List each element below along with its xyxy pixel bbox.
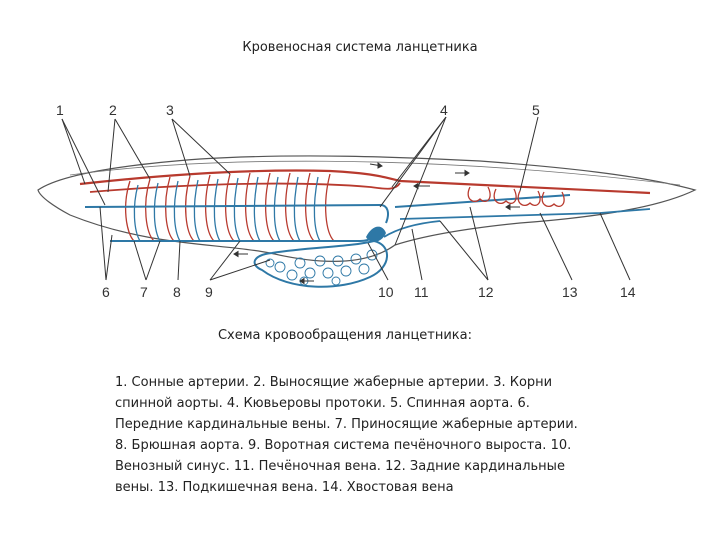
diagram-title: Кровеносная система ланцетника [242,40,478,55]
legend-item: 3. Корни спинной аорты. [115,375,553,411]
ventral-aorta [110,226,381,242]
leader-lines [61,116,631,281]
label-12: 12 [478,284,494,300]
portal-capillaries [265,249,378,286]
dorsal-aorta [79,169,651,195]
label-5: 5 [532,102,540,118]
legend: 1. Сонные артерии. 2. Выносящие жаберные… [115,372,585,498]
legend-item: 2. Выносящие жаберные артерии. [253,375,490,390]
legend-item: 10. Венозный синус. [115,438,572,474]
legend-item: 14. Хвостовая вена [321,480,454,495]
label-8: 8 [173,284,181,300]
lancelet-circulation-diagram: 1 2 3 4 5 6 7 8 9 10 11 12 13 14 [37,102,697,300]
gill-arches [125,172,335,242]
label-2: 2 [109,102,117,118]
legend-item: 9. Воротная система печёночного выроста. [247,438,547,453]
legend-item: 11. Печёночная вена. [233,459,381,474]
label-6: 6 [102,284,110,300]
label-4: 4 [440,102,448,118]
legend-item: 13. Подкишечная вена. [157,480,318,495]
label-9: 9 [205,284,213,300]
venous-sinus [366,226,386,242]
legend-item: 1. Сонные артерии. [115,375,250,390]
legend-item: 8. Брюшная аорта. [115,438,244,453]
label-11: 11 [414,284,429,300]
body-outline [37,155,697,263]
label-1: 1 [56,102,64,118]
label-13: 13 [562,284,578,300]
legend-item: 6. Передние кардинальные вены. [115,396,530,432]
posterior-vessel-loops [467,186,565,207]
hepatic-vein [383,220,441,238]
diagram-subtitle: Схема кровообращения ланцетника: [217,328,473,343]
label-7: 7 [140,284,148,300]
hepatic-portal-system [253,239,388,288]
subintestinal-vein [399,208,651,220]
label-3: 3 [166,102,174,118]
legend-item: 5. Спинная аорта. [390,396,514,411]
legend-item: 4. Кювьеровы протоки. [226,396,386,411]
fin-line [69,160,681,186]
label-10: 10 [378,284,394,300]
legend-item: 7. Приносящие жаберные артерии. [334,417,578,432]
legend-item: 12. Задние кардинальные вены. [115,459,565,495]
anterior-cardinal-vein [84,203,389,224]
aorta-root [89,182,401,193]
label-14: 14 [620,284,636,300]
